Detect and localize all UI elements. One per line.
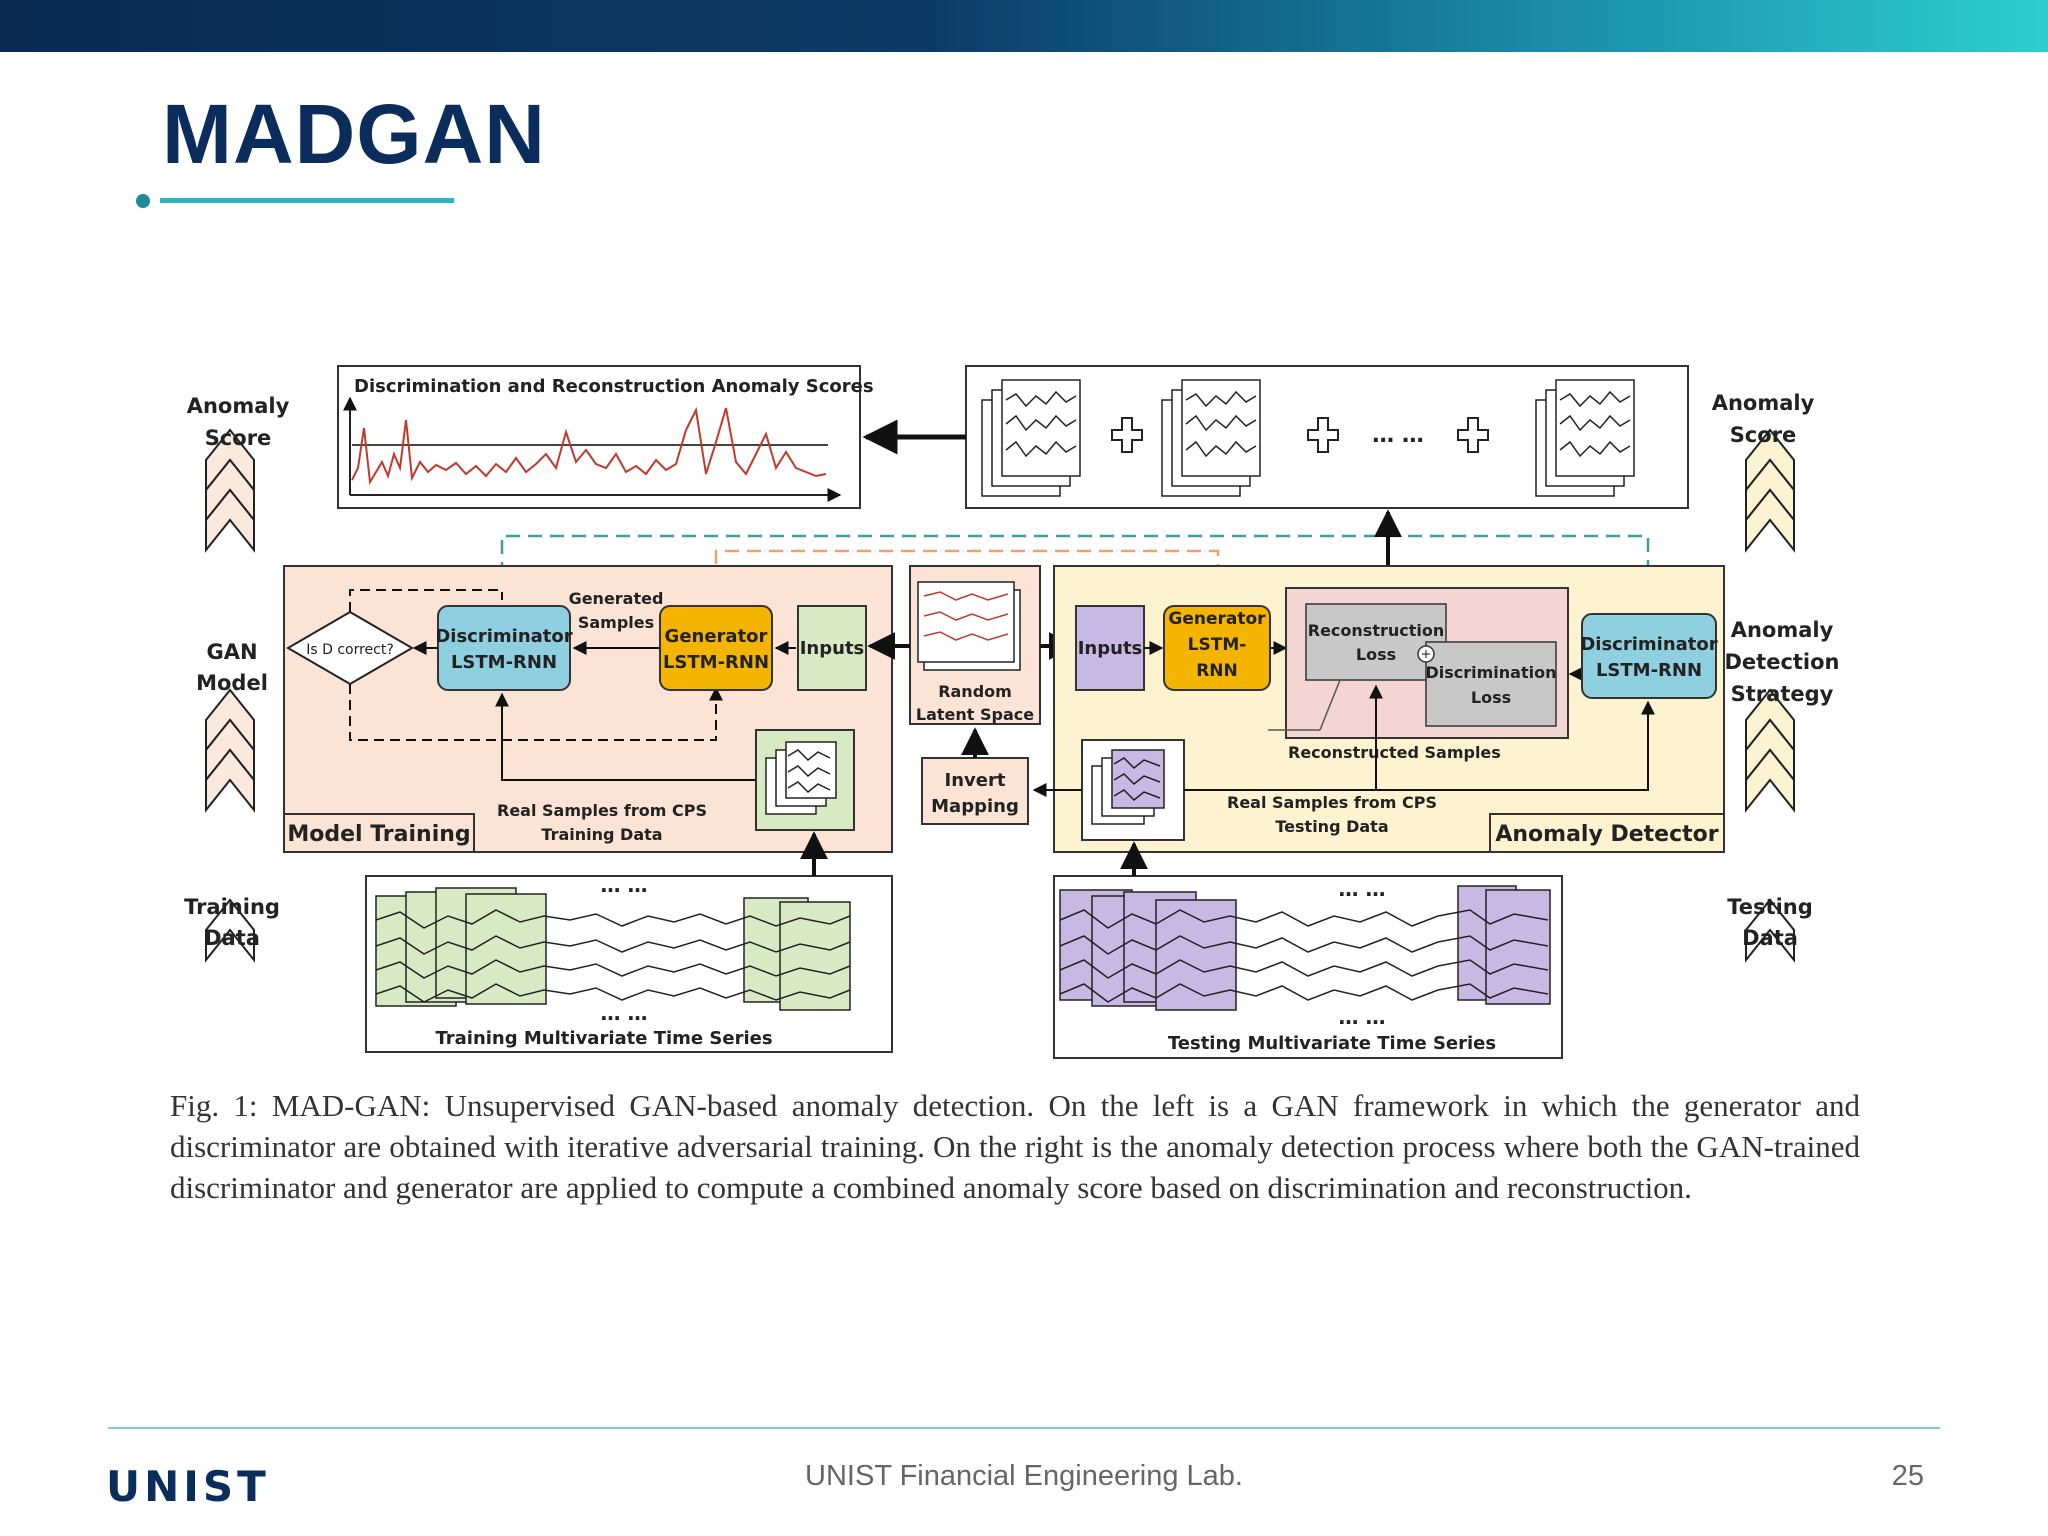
anomaly-detector-label: Anomaly Detector bbox=[1495, 822, 1718, 847]
training-discriminator-box bbox=[437, 605, 571, 691]
generated-samples-label-1: Generated bbox=[569, 589, 664, 608]
footer-divider bbox=[108, 1427, 1940, 1429]
training-sample-stack bbox=[765, 741, 837, 815]
latent-sample-stack bbox=[917, 581, 1021, 671]
training-series-waves bbox=[375, 909, 851, 1003]
scores-ellipsis: … … bbox=[1372, 423, 1424, 448]
training-series-label: Training Multivariate Time Series bbox=[435, 1028, 772, 1049]
right-strategy-label-3: Strategy bbox=[1731, 682, 1834, 706]
plus-icon-2 bbox=[1307, 417, 1339, 453]
random-latent-label-2: Latent Space bbox=[916, 705, 1034, 724]
reconstruction-loss-label-2: Loss bbox=[1356, 645, 1396, 664]
left-anomaly-score-label-1: Anomaly bbox=[187, 394, 290, 418]
discrimination-loss-label-2: Loss bbox=[1471, 688, 1511, 707]
training-generator-box bbox=[659, 605, 773, 691]
slide-title: MADGAN bbox=[162, 87, 546, 181]
detector-inputs-label: Inputs bbox=[1078, 638, 1143, 659]
right-anomaly-score-label-2: Score bbox=[1730, 423, 1797, 447]
testing-series-ellipsis-bottom: … … bbox=[1339, 1005, 1386, 1029]
training-inputs-box bbox=[797, 605, 867, 691]
left-gan-model-label-1: GAN bbox=[206, 640, 257, 664]
left-training-data-label-2: Data bbox=[204, 926, 260, 950]
test-sample-stack-1 bbox=[981, 379, 1081, 497]
training-generator-label-2: LSTM-RNN bbox=[663, 652, 769, 673]
training-series-ellipsis-top: … … bbox=[601, 873, 648, 897]
model-training-label: Model Training bbox=[287, 822, 470, 847]
left-gan-model-label-2: Model bbox=[196, 671, 268, 695]
plus-icon-3 bbox=[1457, 417, 1489, 453]
training-discriminator-label-2: LSTM-RNN bbox=[451, 652, 557, 673]
detector-discriminator-box bbox=[1581, 613, 1717, 699]
random-latent-label-1: Random bbox=[938, 682, 1012, 701]
testing-series-stack-left bbox=[1059, 889, 1237, 1011]
left-chevrons bbox=[205, 428, 255, 963]
detector-generator-label-2: LSTM- bbox=[1188, 635, 1247, 655]
invert-mapping-box bbox=[921, 757, 1029, 825]
madgan-diagram-svg: Anomaly Score GAN Model Training Data An… bbox=[184, 365, 1840, 1059]
test-sample-stack-3 bbox=[1535, 379, 1635, 497]
anomaly-detector-label-box bbox=[1489, 813, 1725, 853]
right-anomaly-score-label-1: Anomaly bbox=[1712, 391, 1815, 415]
training-real-samples-label-2: Training Data bbox=[541, 825, 662, 844]
testing-series-waves bbox=[1059, 909, 1549, 1003]
training-discriminator-label-1: Discriminator bbox=[435, 626, 572, 647]
invert-mapping-label-1: Invert bbox=[945, 770, 1006, 791]
left-training-data-label-1: Training bbox=[184, 895, 280, 919]
discrimination-loss-box bbox=[1425, 641, 1557, 727]
reconstruction-loss-label-1: Reconstruction bbox=[1308, 621, 1445, 640]
detector-real-samples-label-1: Real Samples from CPS bbox=[1227, 793, 1437, 812]
footer-lab-name: UNIST Financial Engineering Lab. bbox=[805, 1460, 1243, 1492]
detector-discriminator-label-2: LSTM-RNN bbox=[1596, 660, 1702, 681]
plus-icon-1 bbox=[1111, 417, 1143, 453]
right-strategy-label-2: Detection bbox=[1724, 650, 1839, 674]
training-inputs-label: Inputs bbox=[800, 638, 865, 659]
test-sample-stack-2 bbox=[1161, 379, 1261, 497]
training-series-ellipsis-bottom: … … bbox=[601, 1001, 648, 1025]
detector-real-samples-label-2: Testing Data bbox=[1275, 817, 1388, 836]
page-number: 25 bbox=[1891, 1460, 1924, 1492]
right-testing-data-label-2: Data bbox=[1742, 926, 1798, 950]
testing-series-stack-right bbox=[1457, 885, 1551, 1005]
testing-sample-stack bbox=[1091, 749, 1165, 825]
model-training-label-box bbox=[283, 813, 475, 853]
figure-caption: Fig. 1: MAD-GAN: Unsupervised GAN-based … bbox=[170, 1088, 1860, 1205]
right-testing-data-label-1: Testing bbox=[1727, 895, 1813, 919]
right-chevrons bbox=[1745, 428, 1795, 963]
testing-series-ellipsis-top: … … bbox=[1339, 877, 1386, 901]
generated-samples-label-2: Samples bbox=[578, 613, 654, 632]
top-banner bbox=[0, 0, 2048, 52]
detector-discriminator-label-1: Discriminator bbox=[1580, 634, 1717, 655]
anomaly-score-curve bbox=[351, 406, 827, 486]
unist-logo: UNIST bbox=[106, 1462, 270, 1511]
training-series-stack-left bbox=[375, 887, 547, 1007]
title-accent-dot bbox=[136, 194, 150, 208]
title-underline bbox=[160, 198, 454, 203]
madgan-figure: Anomaly Score GAN Model Training Data An… bbox=[170, 350, 1870, 1070]
anomaly-score-plot-title: Discrimination and Reconstruction Anomal… bbox=[354, 376, 874, 397]
detector-generator-label-1: Generator bbox=[1168, 609, 1266, 629]
testing-series-label: Testing Multivariate Time Series bbox=[1168, 1033, 1496, 1054]
right-strategy-label-1: Anomaly bbox=[1731, 618, 1834, 642]
invert-mapping-label-2: Mapping bbox=[931, 796, 1019, 817]
training-generator-label-1: Generator bbox=[665, 626, 768, 647]
discrimination-loss-label-1: Discrimination bbox=[1425, 663, 1556, 682]
anomaly-score-plot-box bbox=[337, 365, 861, 509]
is-d-correct-label: Is D correct? bbox=[306, 642, 394, 658]
detector-generator-label-3: RNN bbox=[1196, 661, 1238, 681]
detector-inputs-box bbox=[1075, 605, 1145, 691]
reconstructed-samples-label: Reconstructed Samples bbox=[1288, 743, 1501, 762]
training-real-samples-label-1: Real Samples from CPS bbox=[497, 801, 707, 820]
left-anomaly-score-label-2: Score bbox=[205, 426, 272, 450]
